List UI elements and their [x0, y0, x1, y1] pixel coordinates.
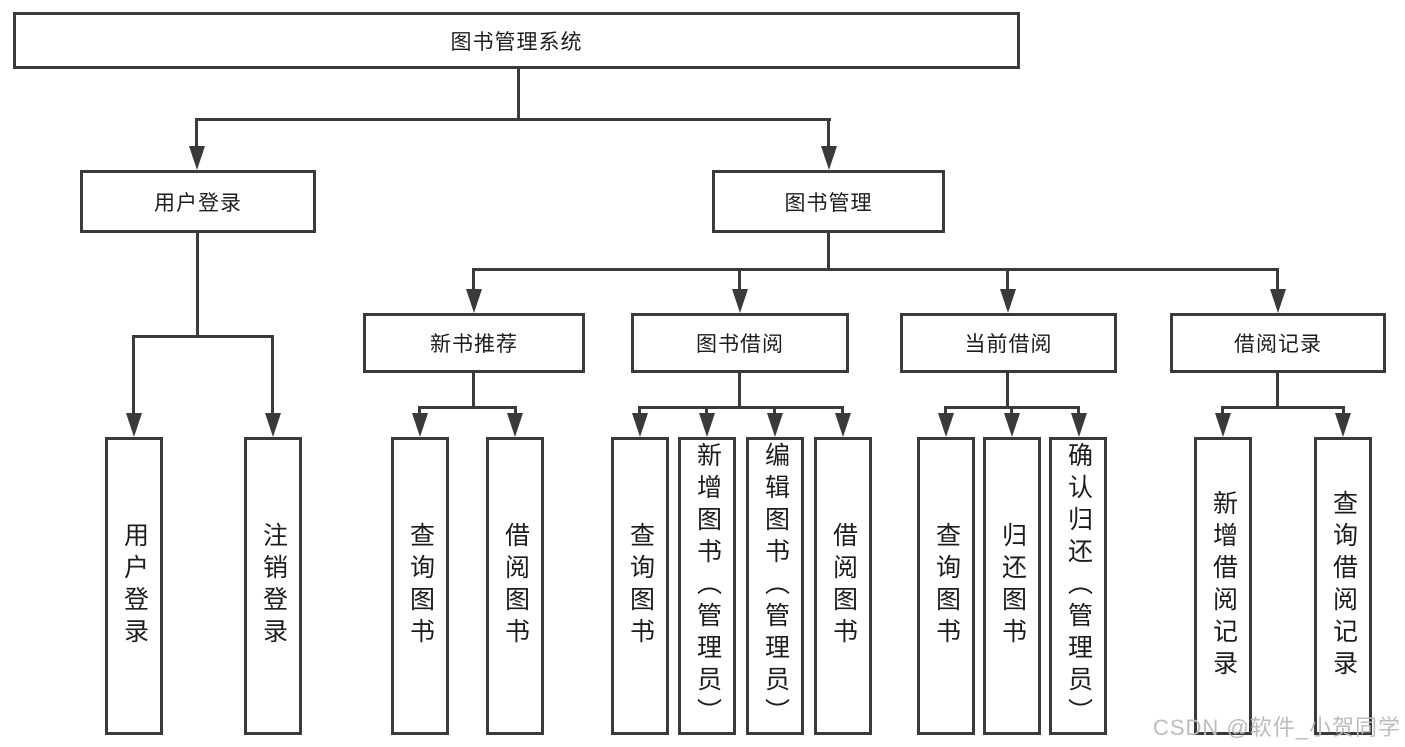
arrow-down-icon	[189, 146, 205, 170]
connector-line	[472, 268, 475, 292]
connector-line	[1077, 406, 1080, 418]
connector-line	[841, 406, 844, 418]
arrow-down-icon	[466, 289, 482, 313]
node-borrow-record: 借阅记录	[1170, 313, 1386, 373]
connector-line	[1221, 406, 1224, 418]
connector-line	[1276, 373, 1279, 406]
arrow-down-icon	[265, 413, 281, 437]
leaf-add-books-admin: 新增图书（管理员）	[678, 437, 736, 735]
arrow-down-icon	[632, 413, 648, 437]
leaf-add-borrow-record: 新增借阅记录	[1194, 437, 1252, 735]
connector-line	[705, 406, 708, 418]
arrow-down-icon	[821, 146, 837, 170]
leaf-query-borrow-record: 查询借阅记录	[1314, 437, 1372, 735]
leaf-borrow-books: 借阅图书	[814, 437, 872, 735]
arrow-down-icon	[126, 413, 142, 437]
leaf-edit-books-admin: 编辑图书（管理员）	[746, 437, 804, 735]
connector-line	[773, 406, 776, 418]
leaf-query-books-recommend: 查询图书	[391, 437, 449, 735]
leaf-return-books: 归还图书	[983, 437, 1041, 735]
connector-line	[827, 233, 830, 268]
connector-line	[638, 406, 641, 418]
connector-line	[196, 233, 199, 335]
node-book-management: 图书管理	[712, 170, 945, 233]
arrow-down-icon	[767, 413, 783, 437]
connector-line	[1276, 268, 1279, 292]
node-new-book-recommend: 新书推荐	[363, 313, 585, 373]
connector-line	[1342, 406, 1345, 418]
arrow-down-icon	[1270, 289, 1286, 313]
arrow-down-icon	[1071, 413, 1087, 437]
connector-line	[1221, 406, 1345, 409]
arrow-down-icon	[1000, 289, 1016, 313]
connector-line	[514, 406, 517, 418]
arrow-down-icon	[412, 413, 428, 437]
arrow-down-icon	[1004, 413, 1020, 437]
leaf-borrow-books-recommend: 借阅图书	[486, 437, 544, 735]
node-user-login: 用户登录	[80, 170, 316, 233]
arrow-down-icon	[699, 413, 715, 437]
connector-line	[944, 406, 947, 418]
connector-line	[638, 406, 844, 409]
connector-line	[827, 118, 830, 150]
connector-line	[738, 268, 741, 292]
arrow-down-icon	[1215, 413, 1231, 437]
connector-line	[195, 118, 198, 150]
arrow-down-icon	[732, 289, 748, 313]
arrow-down-icon	[835, 413, 851, 437]
leaf-confirm-return-admin: 确认归还（管理员）	[1049, 437, 1107, 735]
connector-line	[1010, 406, 1013, 418]
connector-line	[517, 69, 520, 118]
connector-line	[418, 406, 421, 418]
connector-line	[195, 118, 831, 121]
connector-line	[271, 335, 274, 417]
connector-line	[1006, 268, 1009, 292]
node-book-borrow: 图书借阅	[631, 313, 849, 373]
leaf-user-login: 用户登录	[105, 437, 163, 735]
connector-line	[132, 335, 135, 417]
connector-line	[1006, 373, 1009, 406]
connector-line	[418, 406, 517, 409]
node-root: 图书管理系统	[13, 12, 1020, 69]
connector-line	[472, 268, 1279, 271]
leaf-query-books-borrow: 查询图书	[611, 437, 669, 735]
node-current-borrow: 当前借阅	[900, 313, 1117, 373]
connector-line	[738, 373, 741, 406]
leaf-query-books-current: 查询图书	[917, 437, 975, 735]
connector-line	[132, 335, 274, 338]
arrow-down-icon	[938, 413, 954, 437]
leaf-logout: 注销登录	[244, 437, 302, 735]
watermark-text: CSDN @软件_小贺同学	[1152, 715, 1401, 740]
arrow-down-icon	[1335, 413, 1351, 437]
connector-line	[472, 373, 475, 406]
arrow-down-icon	[507, 413, 523, 437]
